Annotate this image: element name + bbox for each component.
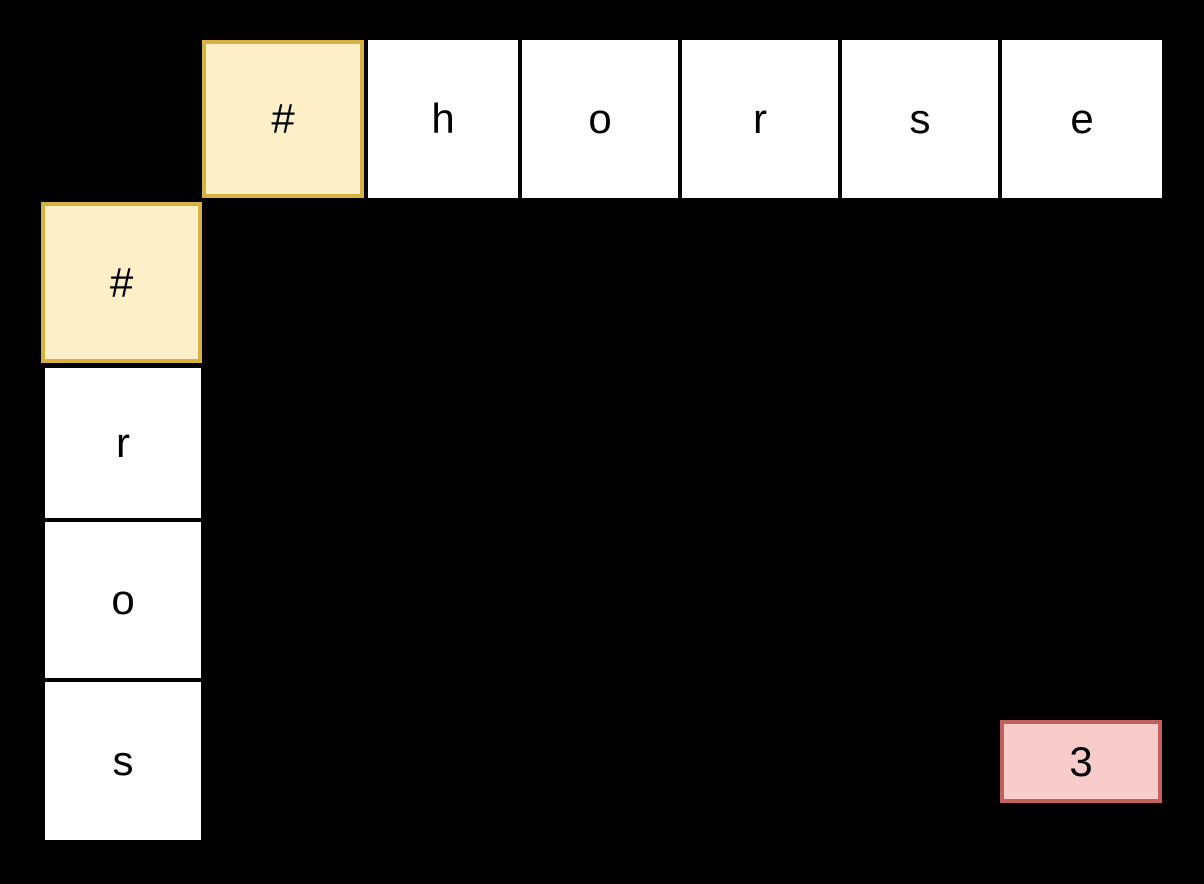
column-header-r[interactable]: r	[682, 40, 838, 198]
row-header-gutter[interactable]: #	[41, 202, 202, 363]
row-header-r[interactable]: r	[45, 368, 201, 518]
row-header-o[interactable]: o	[45, 522, 201, 678]
column-header-e[interactable]: e	[1002, 40, 1162, 198]
column-header-s[interactable]: s	[842, 40, 998, 198]
column-header-o[interactable]: o	[522, 40, 678, 198]
column-header-h[interactable]: h	[368, 40, 518, 198]
result-cell[interactable]: 3	[1000, 720, 1162, 803]
row-header-s[interactable]: s	[45, 682, 201, 840]
column-header-gutter[interactable]: #	[202, 40, 364, 198]
